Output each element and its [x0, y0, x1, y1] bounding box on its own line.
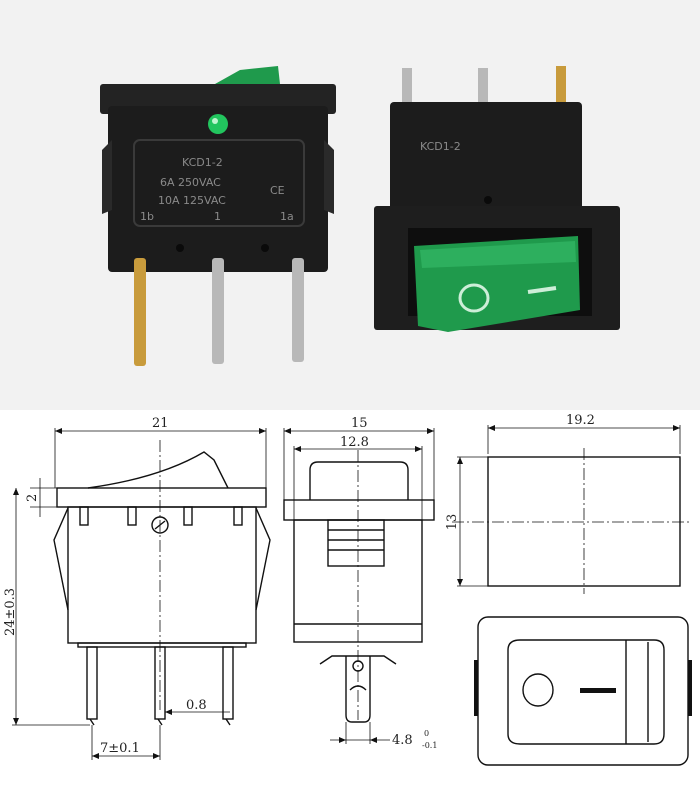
end-dim-pin-width: 4.8 — [392, 733, 413, 748]
right-pin-3 — [556, 66, 566, 106]
top-rocker — [507, 639, 665, 745]
left-hole-1 — [176, 244, 184, 252]
left-pin-center — [212, 258, 224, 364]
left-marking-rating-1: 6A 250VAC — [160, 176, 221, 189]
top-off-symbol — [522, 673, 554, 707]
left-led — [208, 114, 228, 134]
side-dim-rocker-height: 2 — [25, 494, 40, 502]
left-marking-plate — [133, 139, 305, 227]
side-clip-right — [255, 507, 271, 611]
right-rocker-off-symbol — [458, 283, 490, 313]
side-body — [67, 506, 257, 644]
left-hole-2 — [261, 244, 269, 252]
side-bezel — [56, 487, 267, 508]
side-dim-width: 21 — [152, 416, 169, 431]
left-marking-rating-2: 10A 125VAC — [158, 194, 226, 207]
left-marking-pin-1: 1 — [214, 210, 221, 223]
left-rocker — [215, 66, 280, 84]
end-pin — [345, 656, 371, 723]
cutout-dim-width: 19.2 — [566, 413, 595, 428]
left-marking-pin-1b: 1b — [140, 210, 154, 223]
left-pin-brass — [134, 258, 146, 366]
technical-drawing: 21 2 24±0 — [3, 413, 692, 766]
panel-cutout: 19.2 13 — [445, 413, 690, 594]
side-dim-total-height: 24±0.3 — [3, 588, 18, 636]
side-pin-center — [154, 646, 166, 720]
left-switch-photo: KCD1-2 6A 250VAC 10A 125VAC CE 1b 1 1a — [100, 66, 336, 366]
end-dim-bezel-width: 15 — [351, 416, 368, 431]
product-photo: KCD1-2 6A 250VAC 10A 125VAC CE 1b 1 1a K… — [0, 0, 700, 410]
side-pin-right — [222, 646, 234, 720]
top-on-symbol — [580, 688, 616, 693]
end-bezel — [283, 499, 435, 521]
side-dim-pin-pitch: 7±0.1 — [100, 741, 140, 756]
left-body — [108, 106, 328, 272]
right-body — [390, 102, 582, 212]
right-pin-2 — [478, 68, 488, 108]
right-rocker-highlight — [420, 241, 576, 268]
end-view: 15 12.8 4.8 0 -0.1 — [283, 416, 437, 750]
end-dim-body-width: 12.8 — [340, 435, 369, 450]
end-rocker — [309, 461, 409, 500]
left-marking-ce: CE — [270, 184, 285, 197]
left-marking-pin-1a: 1a — [280, 210, 294, 223]
top-view — [474, 616, 692, 766]
side-view: 21 2 24±0 — [3, 416, 271, 760]
left-clip-right — [324, 140, 334, 214]
end-dim-pin-tol-upper: 0 — [424, 729, 429, 738]
side-pin-left — [86, 646, 98, 720]
left-led-highlight — [212, 118, 218, 124]
left-pin-right — [292, 258, 304, 362]
end-dim-pin-tol-lower: -0.1 — [422, 741, 437, 750]
right-switch-photo: KCD1-2 — [374, 66, 620, 332]
left-marking-model: KCD1-2 — [182, 156, 223, 169]
right-rocker-on-symbol — [527, 286, 557, 294]
side-rocker — [87, 451, 229, 489]
left-clip-left — [102, 140, 112, 214]
side-dim-pin-thickness: 0.8 — [186, 698, 207, 713]
right-marking-model: KCD1-2 — [420, 140, 461, 153]
right-pin-1 — [402, 68, 412, 108]
right-hole — [484, 196, 492, 204]
cutout-dim-height: 13 — [445, 514, 460, 531]
side-clip-left — [53, 507, 69, 611]
